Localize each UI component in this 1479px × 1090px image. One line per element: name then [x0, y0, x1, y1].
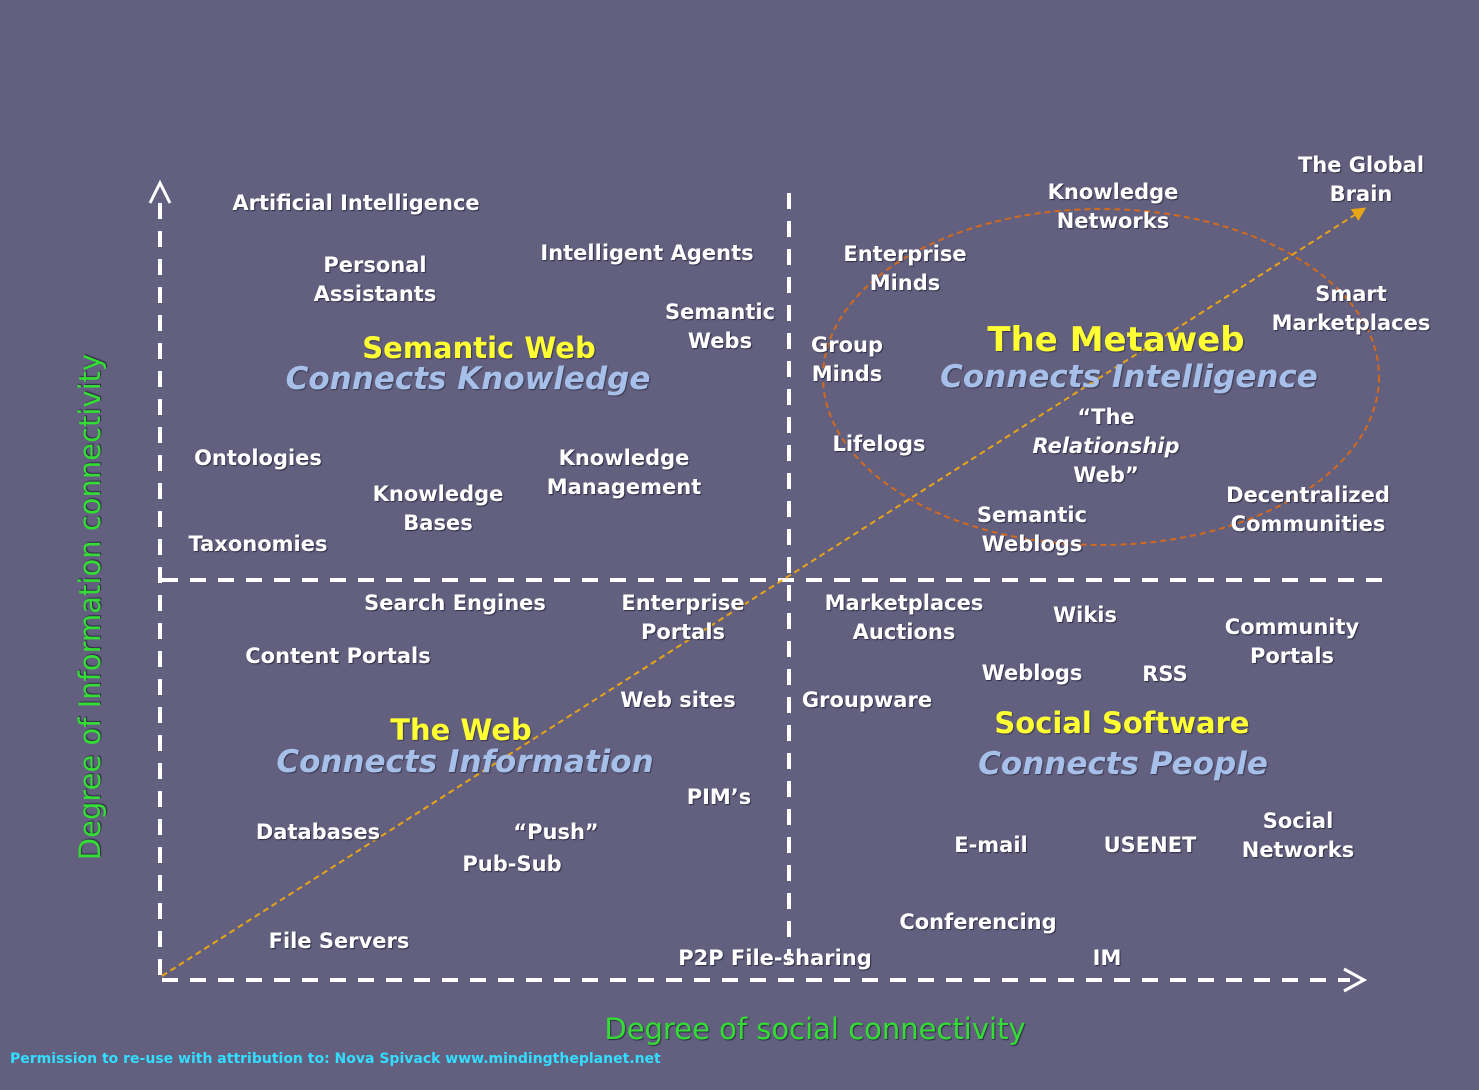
knowledge-bases-label: Knowledge Bases [372, 482, 504, 535]
y-axis-arrowhead [148, 179, 172, 204]
x-axis-arrowhead [1343, 967, 1368, 993]
semantic-web-title: Semantic Web [362, 331, 596, 365]
web-sites-label: Web sites [620, 688, 736, 712]
the-web-subtitle: Connects Information [276, 744, 654, 780]
decentralized-communities-label: Decentralized Communities [1226, 483, 1390, 536]
conferencing-label: Conferencing [899, 910, 1057, 934]
email-label: E-mail [954, 833, 1028, 857]
relationship-web-line3: Web” [1073, 463, 1139, 487]
social-networks-label: Social Networks [1241, 809, 1355, 862]
metaweb-subtitle: Connects Intelligence [940, 359, 1318, 395]
knowledge-management-label: Knowledge Management [546, 446, 702, 499]
personal-assistants-label: Personal Assistants [313, 253, 437, 306]
semantic-webs-label: Semantic Webs [664, 300, 776, 353]
artificial-intelligence-label: Artificial Intelligence [232, 191, 480, 215]
usenet-label: USENET [1103, 833, 1197, 857]
file-servers-label: File Servers [268, 929, 410, 953]
enterprise-portals-label: Enterprise Portals [621, 591, 745, 644]
push-label: “Push” [513, 820, 599, 844]
lifelogs-label: Lifelogs [832, 432, 926, 456]
y-axis-label: Degree of Information connectivity [73, 353, 107, 861]
intelligent-agents-label: Intelligent Agents [540, 241, 754, 265]
search-engines-label: Search Engines [364, 591, 546, 615]
enterprise-minds-label: Enterprise Minds [843, 242, 967, 295]
knowledge-networks-label: Knowledge Networks [1047, 180, 1179, 233]
p2p-file-sharing-label: P2P File-sharing [678, 946, 872, 970]
global-brain-label: The Global Brain [1297, 153, 1425, 206]
relationship-web-line2: Relationship [1032, 434, 1180, 458]
wikis-label: Wikis [1052, 603, 1118, 627]
social-software-subtitle: Connects People [978, 746, 1268, 782]
pims-label: PIM’s [686, 785, 752, 809]
smart-marketplaces-label: Smart Marketplaces [1271, 282, 1431, 335]
pub-sub-label: Pub-Sub [462, 852, 562, 876]
social-software-title: Social Software [994, 706, 1250, 740]
ontologies-label: Ontologies [194, 446, 322, 470]
community-portals-label: Community Portals [1224, 615, 1360, 668]
metaweb-ellipse [822, 208, 1380, 546]
taxonomies-label: Taxonomies [188, 532, 328, 556]
content-portals-label: Content Portals [245, 644, 431, 668]
im-label: IM [1092, 946, 1122, 970]
relationship-web-line1: “The [1077, 405, 1135, 429]
rss-label: RSS [1142, 662, 1188, 686]
weblogs-label: Weblogs [981, 661, 1083, 685]
metaweb-title: The Metaweb [987, 320, 1245, 360]
attribution-credit: Permission to re-use with attribution to… [10, 1051, 661, 1067]
semantic-web-subtitle: Connects Knowledge [285, 361, 651, 397]
the-web-title: The Web [390, 713, 532, 747]
semantic-weblogs-label: Semantic Weblogs [976, 503, 1088, 556]
databases-label: Databases [255, 820, 381, 844]
x-axis-label: Degree of social connectivity [604, 1012, 1026, 1046]
group-minds-label: Group Minds [810, 333, 884, 386]
trend-arrow [161, 207, 1367, 977]
marketplaces-auctions-label: Marketplaces Auctions [824, 591, 984, 644]
groupware-label: Groupware [801, 688, 933, 712]
